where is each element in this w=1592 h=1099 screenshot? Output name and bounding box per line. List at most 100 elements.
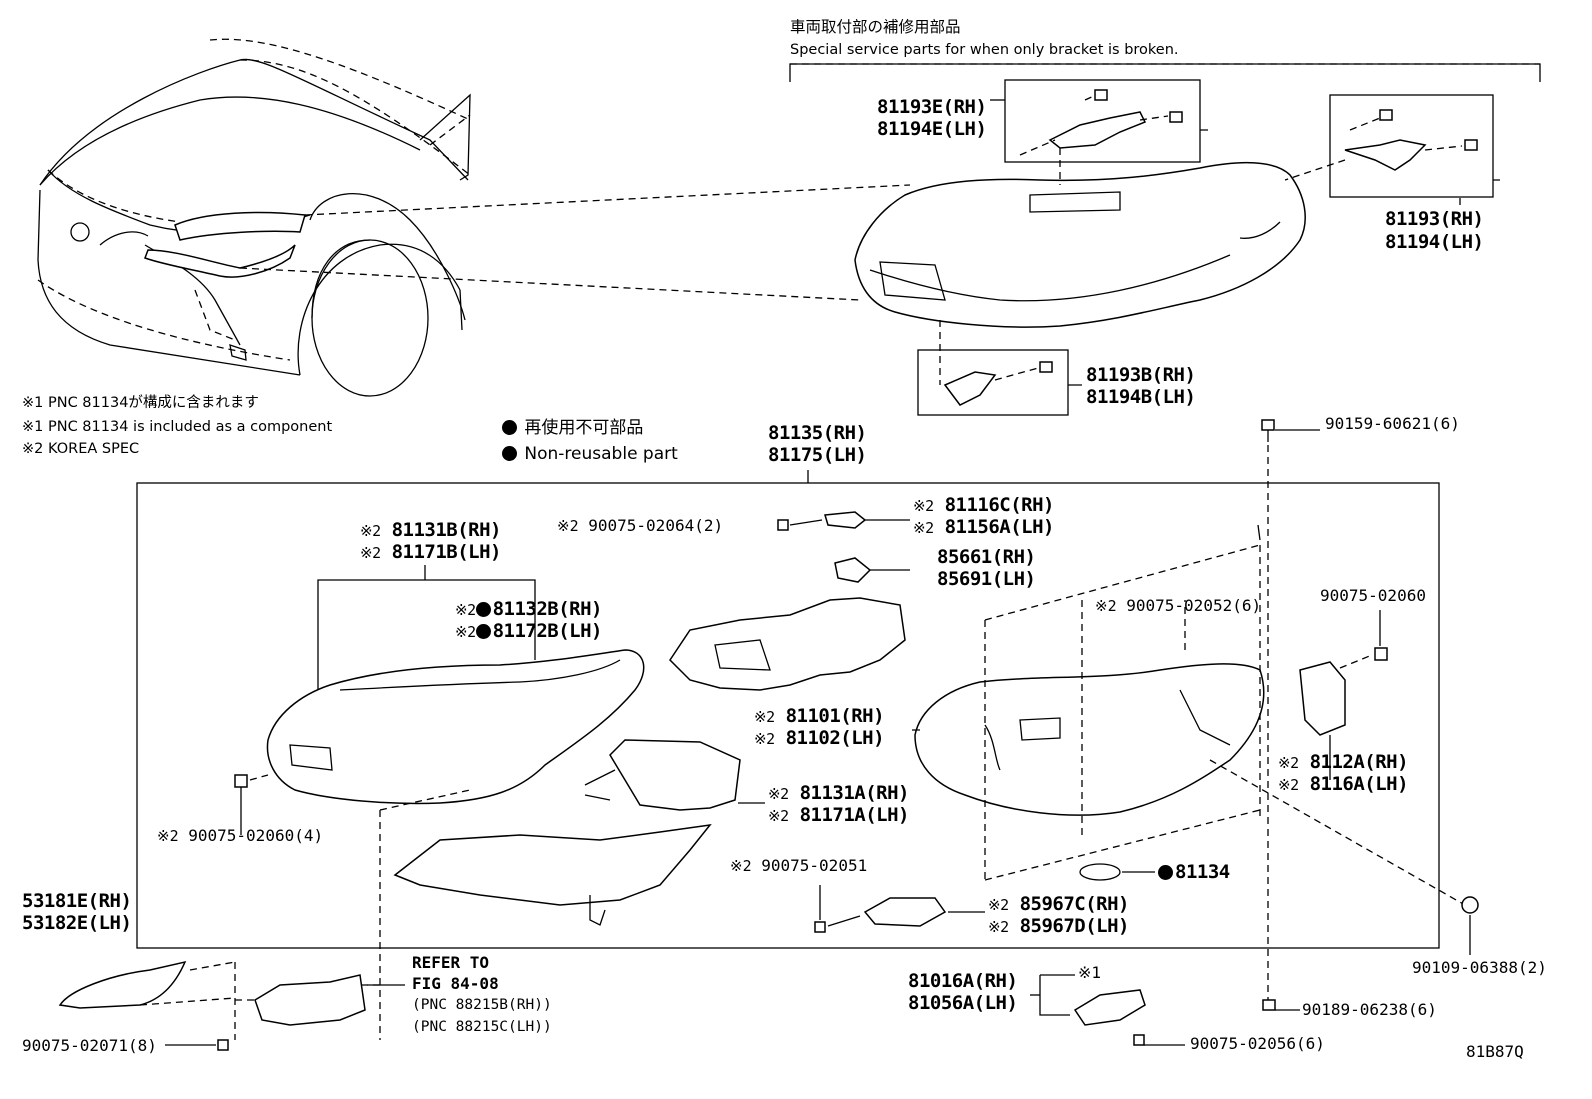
korea-mark: ※2 bbox=[768, 807, 789, 825]
part-85967C[interactable]: ※2 85967C(RH) bbox=[988, 895, 1129, 914]
part-81171A-text: 81171A(LH) bbox=[799, 804, 910, 826]
part-81171B[interactable]: ※2 81171B(LH) bbox=[360, 543, 501, 562]
korea-mark: ※2 bbox=[557, 517, 579, 535]
part-81194B[interactable]: 81194B(LH) bbox=[1086, 386, 1196, 408]
part-81132B-text: 81132B(RH) bbox=[492, 598, 603, 620]
korea-mark: ※2 bbox=[913, 497, 934, 515]
legend-en: Non-reusable part bbox=[502, 446, 678, 463]
note-1-en: ※1 PNC 81134 is included as a component bbox=[22, 419, 333, 435]
refer-line-3: (PNC 88215B(RH)) bbox=[412, 997, 552, 1013]
part-90075-02060-4-text: 90075-02060(4) bbox=[188, 826, 324, 845]
korea-mark: ※2 bbox=[768, 785, 789, 803]
part-81134-text: 81134 bbox=[1175, 861, 1230, 883]
korea-mark: ※2 bbox=[913, 519, 934, 537]
part-8116A[interactable]: ※2 8116A(LH) bbox=[1278, 773, 1409, 795]
part-81131B[interactable]: ※2 81131B(RH) bbox=[360, 521, 501, 540]
part-81171B-text: 81171B(LH) bbox=[391, 541, 502, 563]
korea-mark: ※2 bbox=[455, 601, 476, 619]
refer-line-4: (PNC 88215C(LH)) bbox=[412, 1019, 552, 1035]
part-90075-02060-4[interactable]: ※2 90075-02060(4) bbox=[157, 828, 323, 844]
part-81135[interactable]: 81135(RH) bbox=[768, 422, 867, 444]
radiator-grille-piece bbox=[254, 974, 366, 1026]
part-81132B[interactable]: ※2 81132B(RH) bbox=[455, 598, 603, 620]
part-85967D[interactable]: ※2 85967D(LH) bbox=[988, 917, 1129, 936]
assembly-frame bbox=[136, 482, 1440, 949]
part-81016A[interactable]: 81016A(RH) bbox=[908, 970, 1018, 992]
non-reusable-dot-icon bbox=[1158, 865, 1173, 880]
part-90075-02071[interactable]: 90075-02071(8) bbox=[22, 1036, 157, 1055]
part-81116C[interactable]: ※2 81116C(RH) bbox=[913, 496, 1054, 515]
headlamp-housing-upper bbox=[669, 597, 906, 691]
headlamp-bezel bbox=[393, 823, 712, 926]
part-90159[interactable]: 90159-60621(6) bbox=[1325, 414, 1460, 433]
korea-mark: ※2 bbox=[360, 544, 381, 562]
vehicle-front-illustration bbox=[37, 38, 471, 397]
part-81156A-text: 81156A(LH) bbox=[944, 516, 1055, 538]
header-jp: 車両取付部の補修用部品 bbox=[790, 18, 961, 36]
part-90189[interactable]: 90189-06238(6) bbox=[1302, 1000, 1437, 1019]
part-90109[interactable]: 90109-06388(2) bbox=[1412, 958, 1547, 977]
part-90075-02056[interactable]: 90075-02056(6) bbox=[1190, 1034, 1325, 1053]
part-90075-02052[interactable]: ※2 90075-02052(6) bbox=[1095, 598, 1261, 614]
part-90075-02051-text: 90075-02051 bbox=[761, 856, 868, 875]
korea-mark: ※2 bbox=[455, 623, 476, 641]
headlamp-assembly-top bbox=[854, 161, 1306, 328]
part-90075-02064[interactable]: ※2 90075-02064(2) bbox=[557, 518, 723, 534]
korea-mark: ※2 bbox=[1095, 597, 1117, 615]
bolt-90159 bbox=[1261, 419, 1275, 442]
ballast bbox=[1073, 989, 1146, 1026]
part-81193E[interactable]: 81193E(RH) bbox=[877, 96, 987, 118]
part-8112A-text: 8112A(RH) bbox=[1309, 751, 1409, 773]
part-90075-02064-text: 90075-02064(2) bbox=[588, 516, 724, 535]
part-90075-02051[interactable]: ※2 90075-02051 bbox=[730, 858, 867, 874]
part-81156A[interactable]: ※2 81156A(LH) bbox=[913, 518, 1054, 537]
header-en: Special service parts for when only brac… bbox=[790, 42, 1179, 58]
legend-jp-text: 再使用不可部品 bbox=[524, 418, 644, 438]
bracket-81193B bbox=[943, 361, 1053, 406]
part-81193B[interactable]: 81193B(RH) bbox=[1086, 364, 1196, 386]
legend-en-text: Non-reusable part bbox=[524, 444, 678, 464]
korea-mark: ※2 bbox=[988, 918, 1009, 936]
part-85661[interactable]: 85661(RH) bbox=[937, 546, 1036, 568]
non-reusable-dot-icon bbox=[475, 624, 491, 639]
part-81131A[interactable]: ※2 81131A(RH) bbox=[768, 784, 909, 803]
part-81171A[interactable]: ※2 81171A(LH) bbox=[768, 806, 909, 825]
part-81116C-text: 81116C(RH) bbox=[944, 494, 1055, 516]
part-81102[interactable]: ※2 81102(LH) bbox=[754, 727, 885, 749]
part-85967D-text: 85967D(LH) bbox=[1019, 915, 1130, 937]
part-81131A-text: 81131A(RH) bbox=[799, 782, 910, 804]
non-reusable-dot-icon bbox=[502, 420, 517, 435]
part-81134[interactable]: 81134 bbox=[1158, 863, 1230, 882]
korea-mark: ※2 bbox=[754, 708, 775, 726]
headlamp-unit bbox=[914, 663, 1265, 816]
bumper-trim bbox=[58, 960, 187, 1009]
part-81193[interactable]: 81193(RH) bbox=[1385, 208, 1484, 230]
part-8112A[interactable]: ※2 8112A(RH) bbox=[1278, 751, 1409, 773]
part-90075-02060[interactable]: 90075-02060 bbox=[1320, 586, 1426, 605]
part-81194E[interactable]: 81194E(LH) bbox=[877, 118, 987, 140]
lamp-socket bbox=[1299, 647, 1388, 736]
part-81194[interactable]: 81194(LH) bbox=[1385, 231, 1484, 253]
part-81101[interactable]: ※2 81101(RH) bbox=[754, 705, 885, 727]
figure-id: 81B87Q bbox=[1466, 1042, 1524, 1061]
part-53182E[interactable]: 53182E(LH) bbox=[22, 912, 132, 934]
part-8116A-text: 8116A(LH) bbox=[1309, 773, 1409, 795]
part-81101-text: 81101(RH) bbox=[785, 705, 885, 727]
non-reusable-dot-icon bbox=[475, 602, 491, 617]
part-81102-text: 81102(LH) bbox=[785, 727, 885, 749]
non-reusable-dot-icon bbox=[502, 446, 517, 461]
part-81175[interactable]: 81175(LH) bbox=[768, 444, 867, 466]
part-85967C-text: 85967C(RH) bbox=[1019, 893, 1130, 915]
korea-mark: ※2 bbox=[1278, 776, 1299, 794]
part-90075-02052-text: 90075-02052(6) bbox=[1126, 596, 1262, 615]
part-81056A[interactable]: 81056A(LH) bbox=[908, 992, 1018, 1014]
korea-mark: ※2 bbox=[1278, 754, 1299, 772]
refer-line-2[interactable]: FIG 84-08 bbox=[412, 974, 499, 993]
lamp-control-module bbox=[863, 897, 947, 927]
part-85691[interactable]: 85691(LH) bbox=[937, 568, 1036, 590]
bracket-81193 bbox=[1344, 109, 1478, 171]
part-53181E[interactable]: 53181E(RH) bbox=[22, 890, 132, 912]
refer-line-1: REFER TO bbox=[412, 953, 490, 972]
